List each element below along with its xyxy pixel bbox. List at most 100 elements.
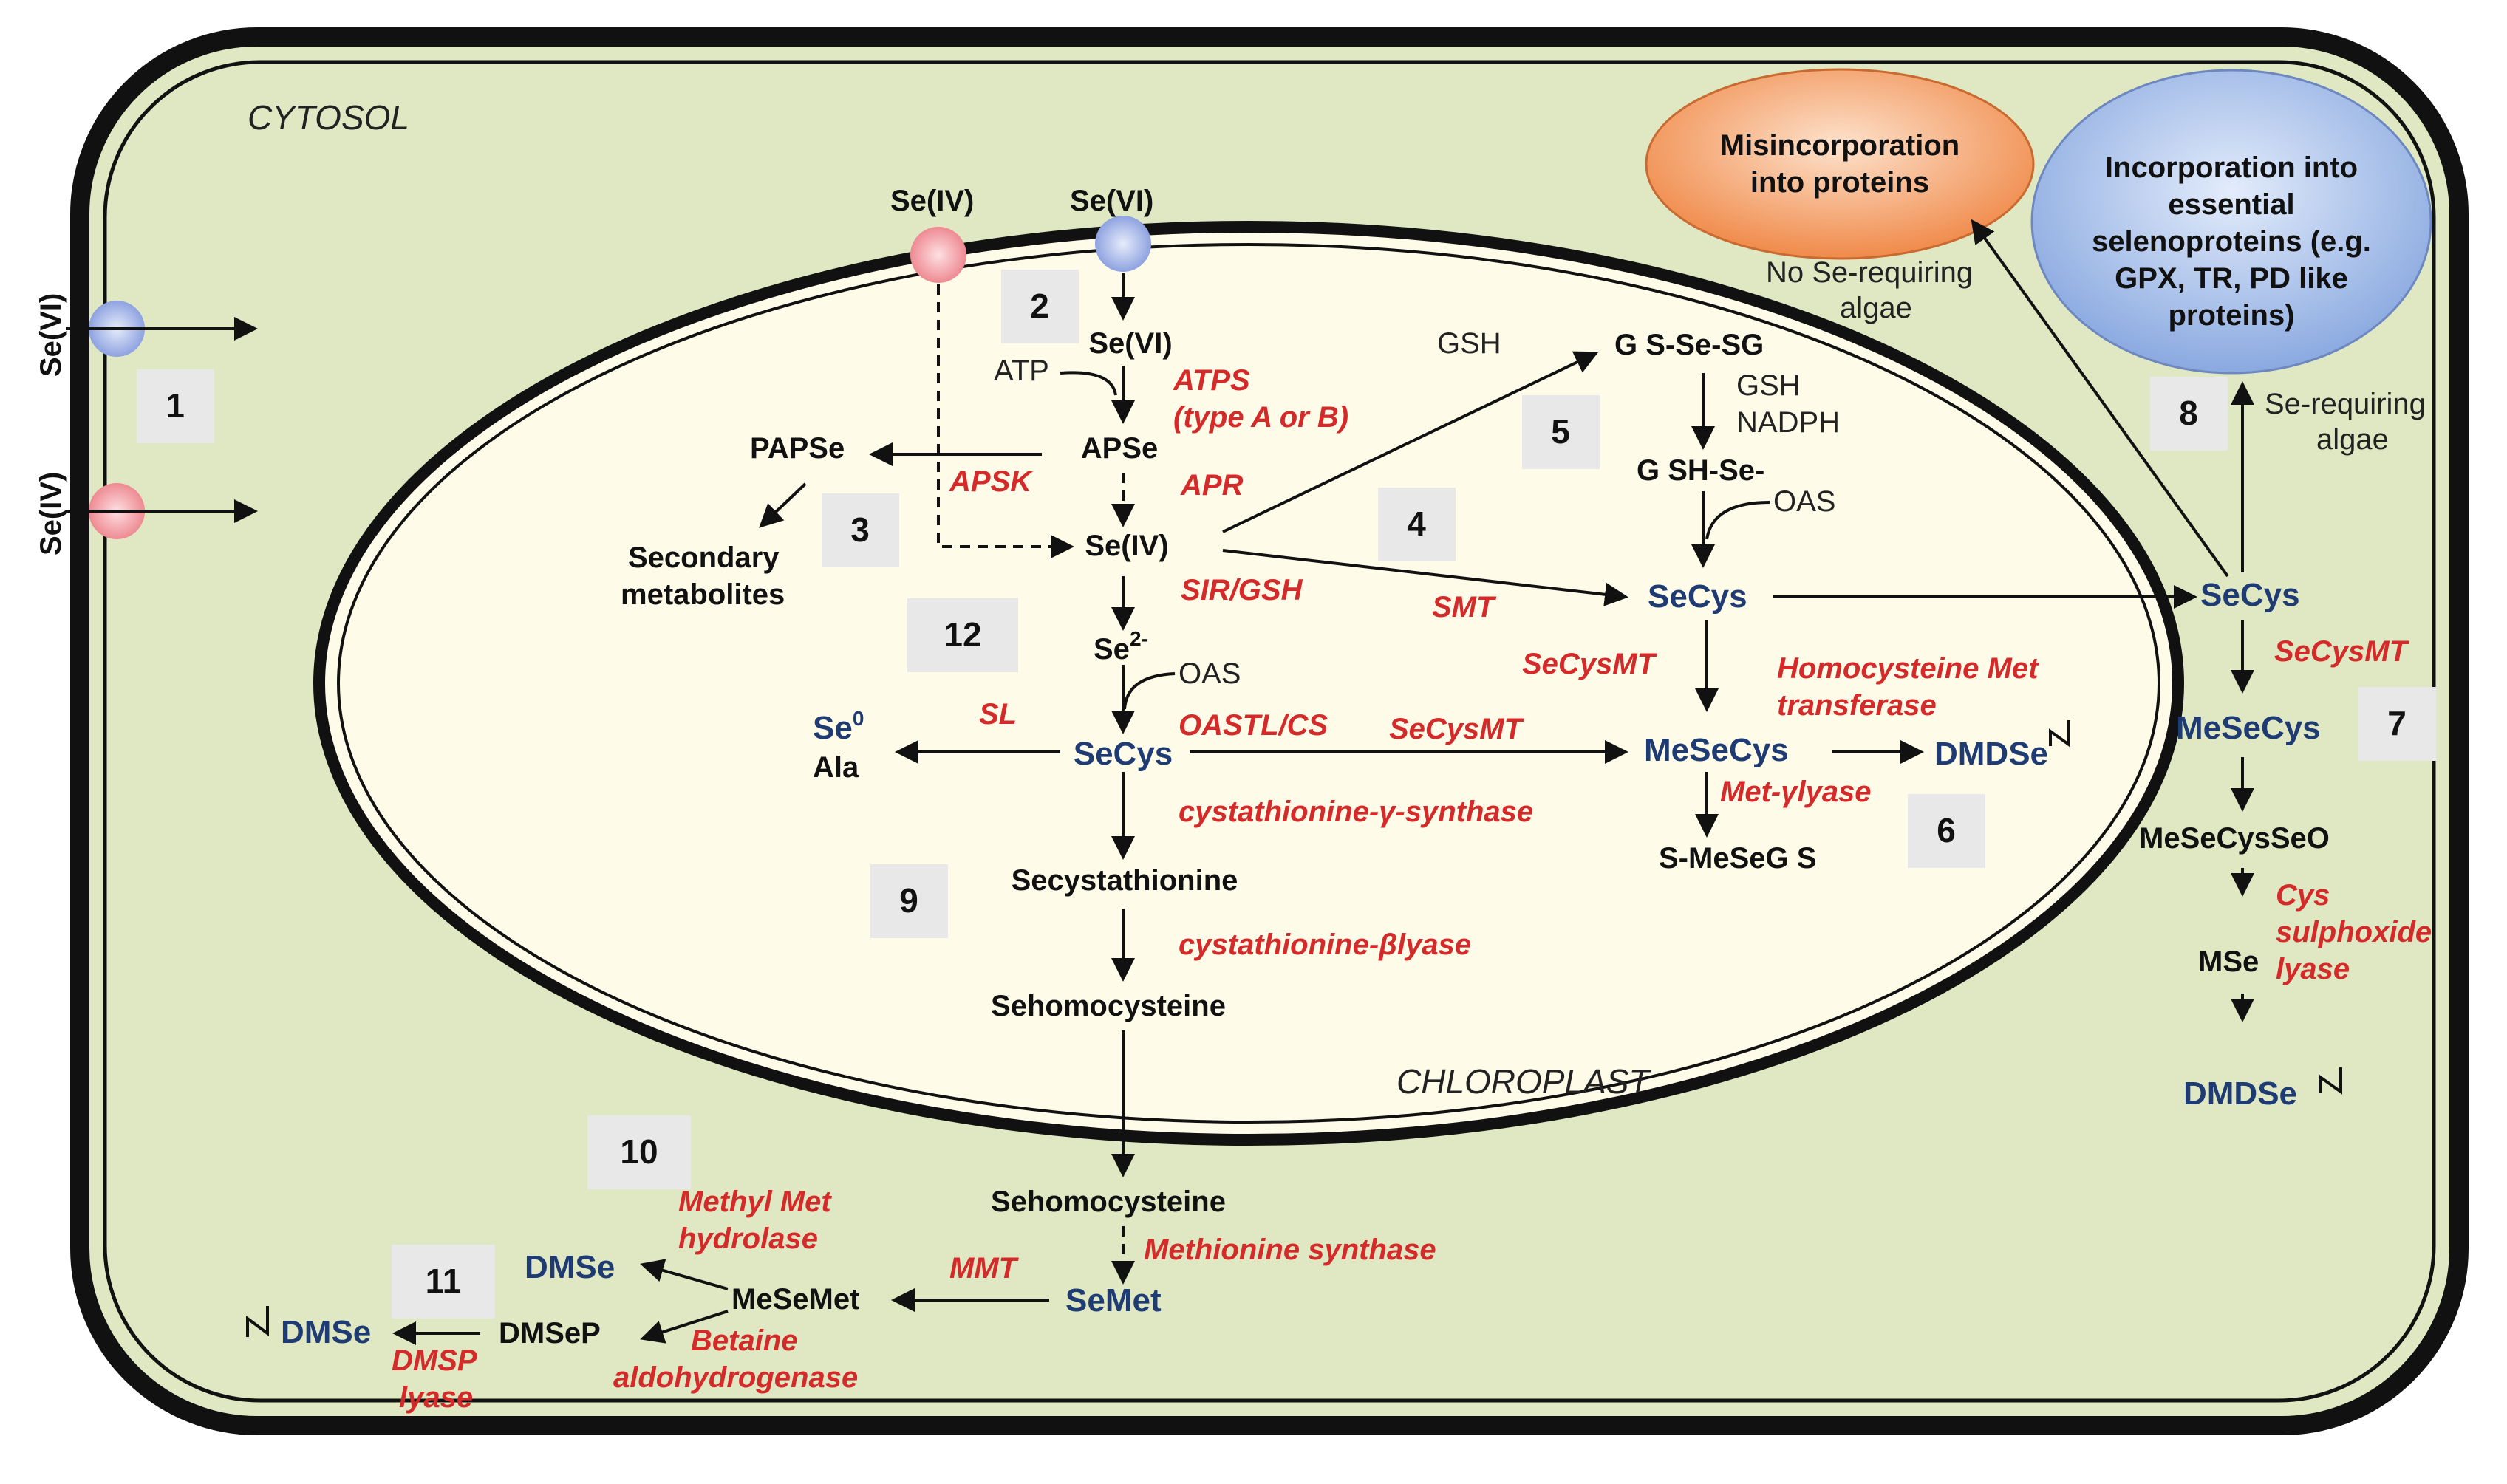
atp-label: ATP (994, 355, 1049, 387)
note-no-se-requiring-1: No Se-requiring (1766, 256, 1973, 289)
se-vi-inner: Se(VI) (1088, 327, 1172, 360)
enzyme-csl-2: sulphoxide (2276, 916, 2432, 948)
step-number-7: 7 (2387, 704, 2407, 742)
secondary-metabolites-1: Secondary (628, 541, 780, 574)
oas-label-2: OAS (1773, 485, 1835, 518)
step-number-box: 1 (137, 369, 214, 443)
se-iv-inner: Se(IV) (1085, 530, 1168, 562)
dmdse-inner: DMDSe (1934, 736, 2048, 772)
cytosol-label: CYTOSOL (248, 98, 409, 137)
step-number-box: 5 (1522, 395, 1600, 469)
chloroplast-inner-membrane (337, 243, 2160, 1124)
arrow-oas-hook-1 (1123, 672, 1176, 710)
dmse-lower: DMSe (281, 1314, 371, 1350)
enzyme-oastl-cs: OASTL/CS (1179, 709, 1328, 742)
enzyme-sl: SL (979, 698, 1017, 731)
enzyme-hmt-1: Homocysteine Met (1777, 652, 2039, 685)
arrow-mesemet-to-dmse (640, 1259, 729, 1290)
step-number-box: 10 (587, 1115, 691, 1189)
enzyme-dmsp-lyase-2: lyase (399, 1381, 473, 1414)
arrow-papse-to-secondary (759, 482, 807, 528)
enzyme-secysmt-left: SeCysMT (1389, 713, 1525, 745)
step-number-9: 9 (899, 881, 918, 920)
mesecys-outer: MeSeCys (2176, 710, 2321, 746)
step-number-5: 5 (1551, 412, 1570, 451)
misincorporation-text-1: Misincorporation (1720, 129, 1959, 162)
gsh-label-2: GSH (1736, 369, 1801, 402)
semet-label: SeMet (1065, 1282, 1162, 1319)
step-number-box: 3 (822, 493, 899, 567)
enzyme-smt: SMT (1432, 591, 1497, 623)
enzyme-cbl: cystathionine-βlyase (1179, 929, 1471, 961)
enzyme-secysmt-outer: SeCysMT (2274, 635, 2410, 668)
enzyme-apsk: APSK (949, 465, 1034, 498)
chloroplast-se-vi-label: Se(VI) (1070, 185, 1153, 217)
dmdse-outer: DMDSe (2183, 1076, 2297, 1112)
note-se-requiring-2: algae (2316, 423, 2389, 456)
step-number-box: 7 (2358, 687, 2436, 761)
se0-base: Se (813, 710, 853, 746)
dmsep-label: DMSeP (499, 1317, 601, 1350)
chloroplast-label: CHLOROPLAST (1396, 1062, 1651, 1101)
misincorporation-bubble (1645, 68, 2035, 260)
papse-label: PAPSe (750, 432, 845, 465)
note-no-se-requiring-2: algae (1840, 292, 1912, 324)
enzyme-secysmt-upper: SeCysMT (1522, 648, 1658, 680)
dmse-upper: DMSe (525, 1249, 615, 1285)
step-number-4: 4 (1407, 505, 1426, 543)
arrow-mesemet-to-dmsep (640, 1310, 729, 1344)
sehomocysteine-outer: Sehomocysteine (991, 1186, 1226, 1218)
incorporation-text-3: selenoproteins (e.g. (2092, 225, 2371, 258)
note-se-requiring-1: Se-requiring (2265, 388, 2426, 420)
arrow-seiv-to-gsseSG (1222, 351, 1599, 533)
step-number-box: 2 (1001, 270, 1079, 343)
mse-label: MSe (2198, 946, 2259, 978)
misincorporation-text-2: into proteins (1750, 166, 1929, 199)
enzyme-csl-3: lyase (2276, 953, 2350, 985)
enzyme-mmt: MMT (949, 1252, 1020, 1285)
step-number-box: 4 (1378, 488, 1456, 561)
incorporation-text-2: essential (2168, 188, 2294, 221)
sehomocysteine-inner: Sehomocysteine (991, 990, 1226, 1022)
se2-sup: 2- (1130, 627, 1148, 650)
step-number-8: 8 (2179, 394, 2198, 432)
nadph-label: NADPH (1736, 406, 1840, 439)
incorporation-text-1: Incorporation into (2105, 151, 2358, 184)
step-number-box: 12 (907, 598, 1018, 672)
gs-se-sg-label: G S-Se-SG (1614, 329, 1764, 361)
step-number-3: 3 (850, 510, 870, 549)
arrow-atp-hook (1060, 371, 1117, 396)
volatile-mark-dmse (246, 1306, 269, 1337)
enzyme-apr: APR (1180, 469, 1244, 502)
gsh-label-1: GSH (1437, 327, 1501, 360)
enzyme-bad-1: Betaine (691, 1324, 798, 1357)
chloroplast-se-iv-label: Se(IV) (890, 185, 974, 217)
mesemet-label: MeSeMet (731, 1283, 859, 1316)
outer-se-iv-label: Se(IV) (35, 472, 67, 555)
enzyme-atps-1: ATPS (1173, 364, 1250, 397)
step-number-6: 6 (1937, 811, 1956, 849)
enzyme-sir-gsh: SIR/GSH (1181, 574, 1303, 606)
se0-sup: 0 (853, 707, 864, 730)
enzyme-hmt-2: transferase (1777, 689, 1937, 722)
arrow-secys-to-misincorporation (1971, 219, 2229, 578)
se-vi-transporter-chloroplast (1095, 216, 1151, 272)
s-mesegs-label: S-MeSeG S (1659, 842, 1816, 875)
enzyme-mmh-1: Methyl Met (678, 1186, 832, 1218)
arrow-seiv-to-secys-mid (1222, 549, 1628, 606)
step-number-11: 11 (426, 1262, 462, 1300)
se2-label: Se2- (1094, 627, 1148, 666)
enzyme-met-lyase: Met-γlyase (1720, 776, 1872, 808)
se2-base: Se (1094, 633, 1130, 666)
incorporation-text-5: proteins) (2168, 299, 2294, 332)
incorporation-bubble (2030, 69, 2432, 375)
ala-label: Ala (813, 751, 859, 784)
arrow-oas-hook-2 (1705, 501, 1770, 540)
step-number-12: 12 (944, 615, 981, 654)
enzyme-dmsp-lyase-1: DMSP (392, 1344, 477, 1377)
step-number-box: 9 (870, 864, 948, 938)
enzyme-methionine-synthase: Methionine synthase (1144, 1234, 1436, 1266)
mesecysseo-label: MeSeCysSeO (2139, 822, 2330, 855)
chloroplast-outer-membrane (313, 221, 2184, 1146)
mesecys-inner: MeSeCys (1644, 732, 1789, 768)
